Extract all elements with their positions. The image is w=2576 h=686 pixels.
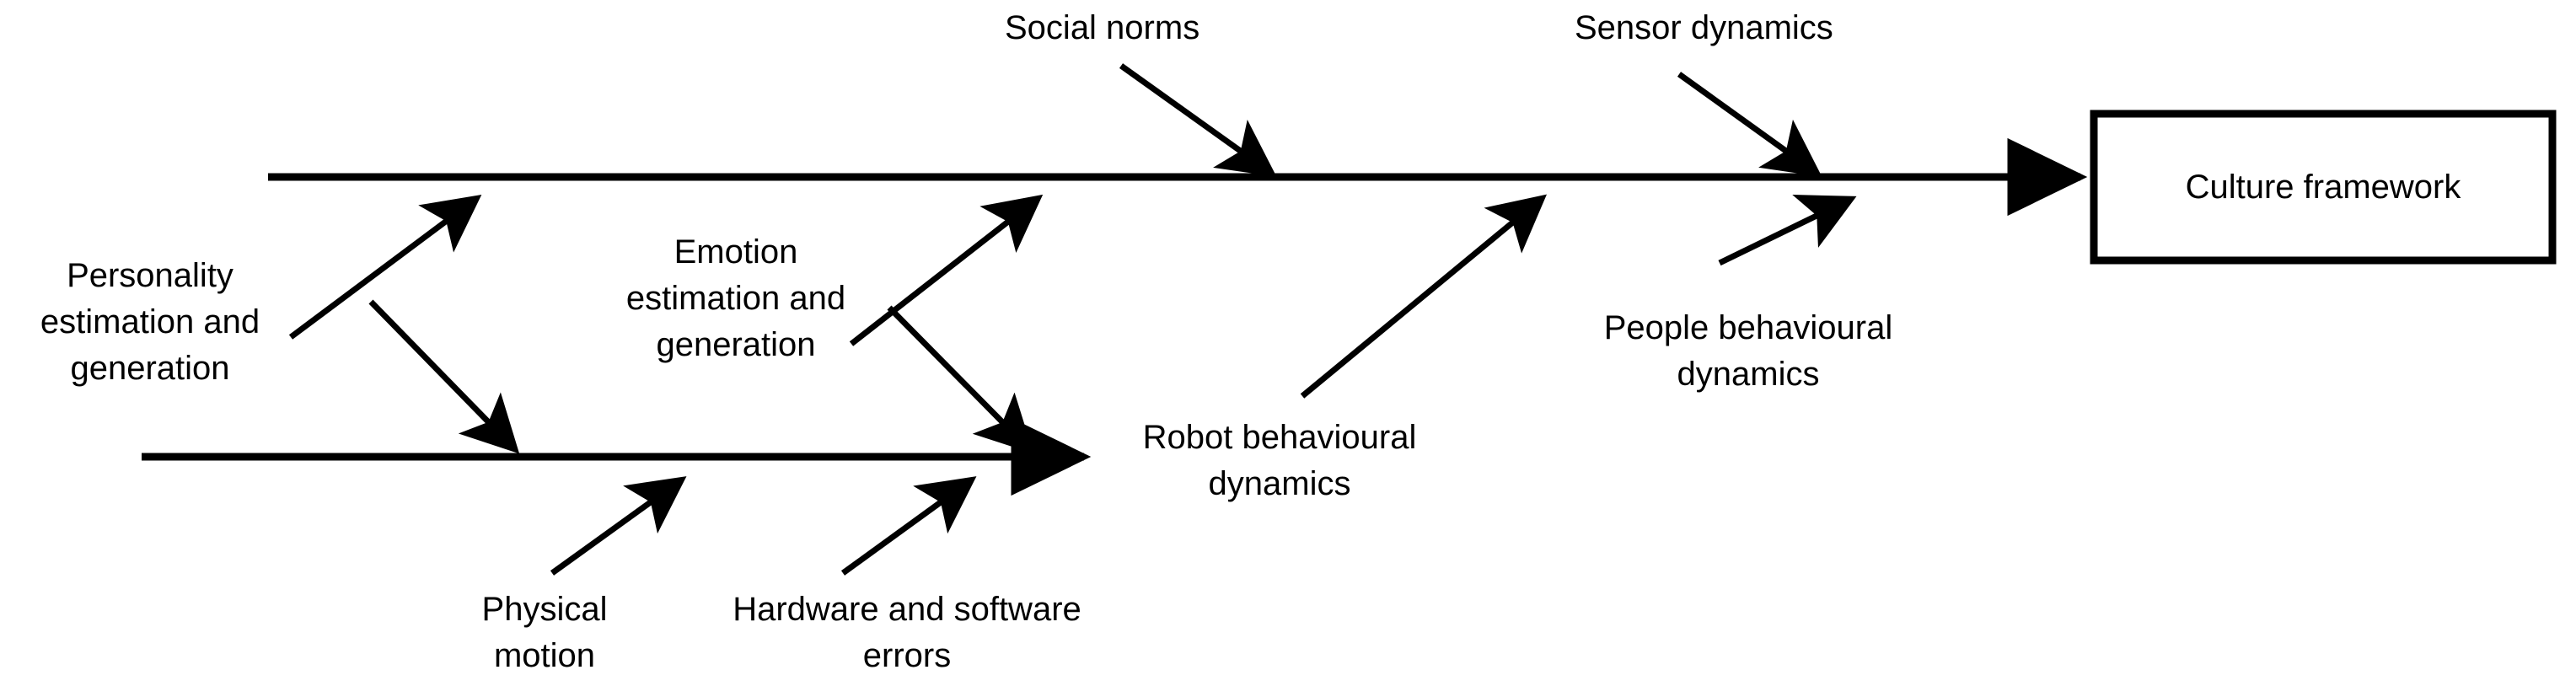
cause-label-people-behavioural-dynamics: People behavioural dynamics — [1603, 309, 1893, 394]
bone-physical-motion — [550, 476, 687, 576]
bone-people-behavioural-dynamics — [1718, 195, 1857, 266]
bone-emotion-estimation-and-generation — [849, 194, 1044, 346]
cause-label-robot-behavioural-dynamics: Robot behavioural dynamics — [1142, 419, 1417, 503]
bone-sensor-dynamics — [1677, 72, 1822, 177]
effect-box-label: Culture framework — [2185, 168, 2461, 206]
bone-robot-behavioural-dynamics — [1300, 194, 1547, 399]
cause-label-sensor-dynamics: Sensor dynamics — [1575, 9, 1833, 46]
cause-label-personality-estimation-and-generation: Personality estimation and generation — [40, 257, 260, 388]
cause-label-physical-motion: Physical motion — [481, 591, 608, 675]
bone-personality-to-robot — [368, 299, 520, 454]
cause-label-social-norms: Social norms — [1005, 9, 1200, 46]
cause-label-hardware-and-software-errors: Hardware and software errors — [733, 591, 1081, 675]
bone-hardware-and-software-errors — [840, 476, 977, 576]
culture-framework-box[interactable] — [2090, 110, 2557, 265]
bone-social-norms — [1119, 63, 1277, 177]
cause-label-emotion-estimation-and-generation: Emotion estimation and generation — [625, 233, 846, 364]
bone-emotion-to-robot — [887, 305, 1034, 454]
bone-personality-estimation-and-generation — [288, 195, 482, 340]
